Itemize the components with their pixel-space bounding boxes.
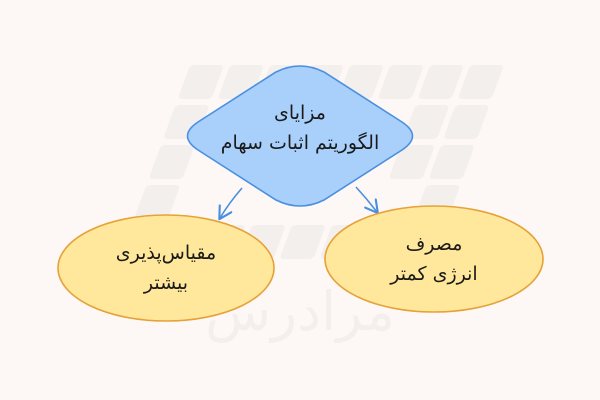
child-ellipse-right	[324, 205, 544, 313]
root-title-line1: مزایای	[274, 102, 326, 124]
root-diamond-shape	[186, 65, 414, 207]
connector-left-arrow	[218, 187, 243, 221]
child-node-label-left: مقیاس‌پذیری بیشتر	[66, 238, 266, 298]
child-left-line2: بیشتر	[143, 272, 189, 294]
child-right-line2: انرژی کمتر	[390, 263, 478, 285]
child-right-line1: مصرف	[405, 233, 463, 255]
child-left-line1: مقیاس‌پذیری	[115, 242, 217, 264]
root-title-line2: الگوریتم اثبات سهام	[220, 132, 380, 154]
child-node-label-right: مصرف انرژی کمتر	[334, 229, 534, 289]
child-ellipse-left	[57, 214, 275, 322]
root-node-label: مزایای الگوریتم اثبات سهام	[200, 98, 400, 158]
connector-right-arrow	[355, 186, 379, 215]
